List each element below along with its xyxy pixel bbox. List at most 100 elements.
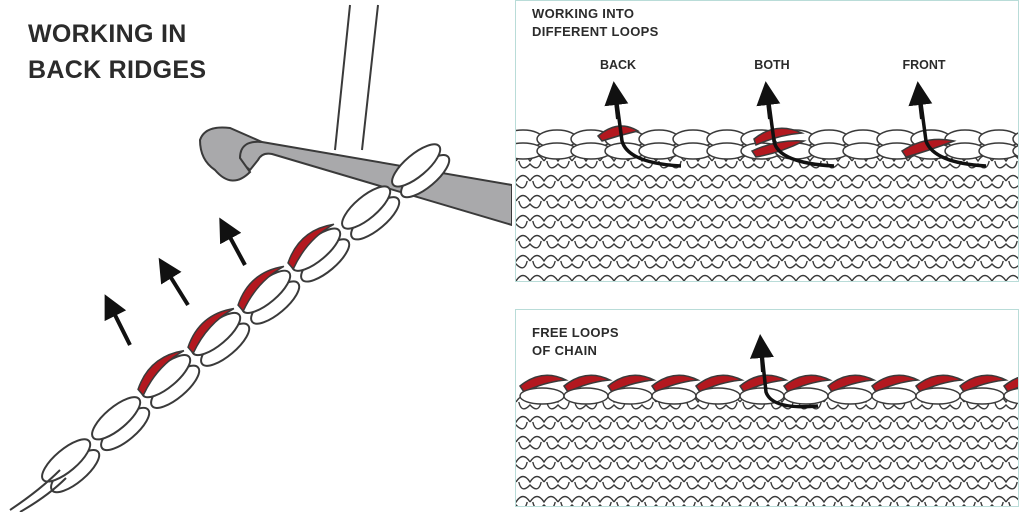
stitch <box>627 475 657 490</box>
stitch <box>809 415 839 430</box>
stitch <box>669 415 699 430</box>
stitch <box>753 174 783 189</box>
arrow-icon <box>908 81 933 120</box>
stitch <box>669 214 699 229</box>
stitch <box>516 475 545 490</box>
stitch <box>529 254 559 269</box>
stitch <box>655 234 685 249</box>
stitch <box>516 495 531 506</box>
stitch <box>851 274 881 281</box>
free-loops-illustration <box>516 334 1018 506</box>
stitch <box>613 214 643 229</box>
stitch <box>851 234 881 249</box>
stitch <box>865 415 895 430</box>
stitch <box>613 254 643 269</box>
stitch <box>921 254 951 269</box>
stitch <box>837 495 867 506</box>
stitch <box>683 274 713 281</box>
back-ridges-panel: WORKING IN BACK RIDGES <box>9 4 512 512</box>
stitch <box>711 234 741 249</box>
arrow-icon <box>104 294 132 346</box>
stitch <box>599 435 629 450</box>
stitch <box>865 174 895 189</box>
stitch <box>711 194 741 209</box>
stitch <box>516 194 545 209</box>
stitch <box>1005 214 1018 229</box>
stitch <box>557 254 587 269</box>
stitch <box>529 495 559 506</box>
stitch <box>851 435 881 450</box>
stitch <box>697 254 727 269</box>
different-loops-title-line1: WORKING INTO <box>532 6 635 21</box>
stitch <box>893 495 923 506</box>
stitch <box>865 495 895 506</box>
stitch <box>991 194 1018 209</box>
stitch <box>697 455 727 470</box>
stitch <box>893 415 923 430</box>
stitch <box>697 174 727 189</box>
stitch <box>865 254 895 269</box>
stitch <box>781 174 811 189</box>
stitch <box>725 455 755 470</box>
stitch <box>516 415 531 430</box>
stitch <box>767 234 797 249</box>
stitch <box>781 455 811 470</box>
stitch <box>935 274 965 281</box>
stitch <box>823 274 853 281</box>
stitch <box>516 254 531 269</box>
stitch <box>949 455 979 470</box>
stitch <box>781 214 811 229</box>
stitch <box>557 495 587 506</box>
stitch <box>711 475 741 490</box>
stitch <box>585 174 615 189</box>
back-ridges-title-line1: WORKING IN <box>28 20 187 48</box>
stitch <box>795 475 825 490</box>
arrow-icon <box>219 217 247 266</box>
stitch <box>921 495 951 506</box>
free-loops-panel: FREE LOOPS OF CHAIN <box>515 309 1019 507</box>
stitch <box>767 475 797 490</box>
arrow-icon <box>604 81 629 120</box>
stitch <box>516 274 545 281</box>
stitch <box>795 194 825 209</box>
stitch <box>879 274 909 281</box>
stitch <box>879 435 909 450</box>
stitch <box>753 455 783 470</box>
stitch <box>963 194 993 209</box>
stitch <box>907 194 937 209</box>
stitch <box>655 274 685 281</box>
stitch <box>949 495 979 506</box>
stitch <box>739 475 769 490</box>
stitch <box>655 475 685 490</box>
stitch <box>627 234 657 249</box>
stitch <box>641 214 671 229</box>
stitch <box>599 475 629 490</box>
stitch <box>739 194 769 209</box>
stitch <box>767 274 797 281</box>
stitch <box>977 174 1007 189</box>
stitch <box>753 415 783 430</box>
free-loops-title-line1: FREE LOOPS <box>532 325 619 340</box>
stitch <box>641 254 671 269</box>
stitch <box>809 254 839 269</box>
stitch <box>753 495 783 506</box>
stitch <box>809 174 839 189</box>
stitch <box>963 274 993 281</box>
stitch <box>543 194 573 209</box>
stitch <box>627 435 657 450</box>
stitch <box>977 495 1007 506</box>
both-loops-highlight-top <box>753 127 805 147</box>
stitch <box>1005 174 1018 189</box>
stitch <box>585 214 615 229</box>
stitch <box>1005 495 1018 506</box>
stitch <box>641 415 671 430</box>
stitch <box>543 435 573 450</box>
stitch <box>516 455 531 470</box>
stitch <box>585 415 615 430</box>
stitch <box>865 214 895 229</box>
arrow-icon <box>158 257 190 307</box>
foundation-chain <box>41 143 451 494</box>
stitch <box>879 234 909 249</box>
stitch-fabric <box>516 395 1018 506</box>
stitch <box>725 415 755 430</box>
